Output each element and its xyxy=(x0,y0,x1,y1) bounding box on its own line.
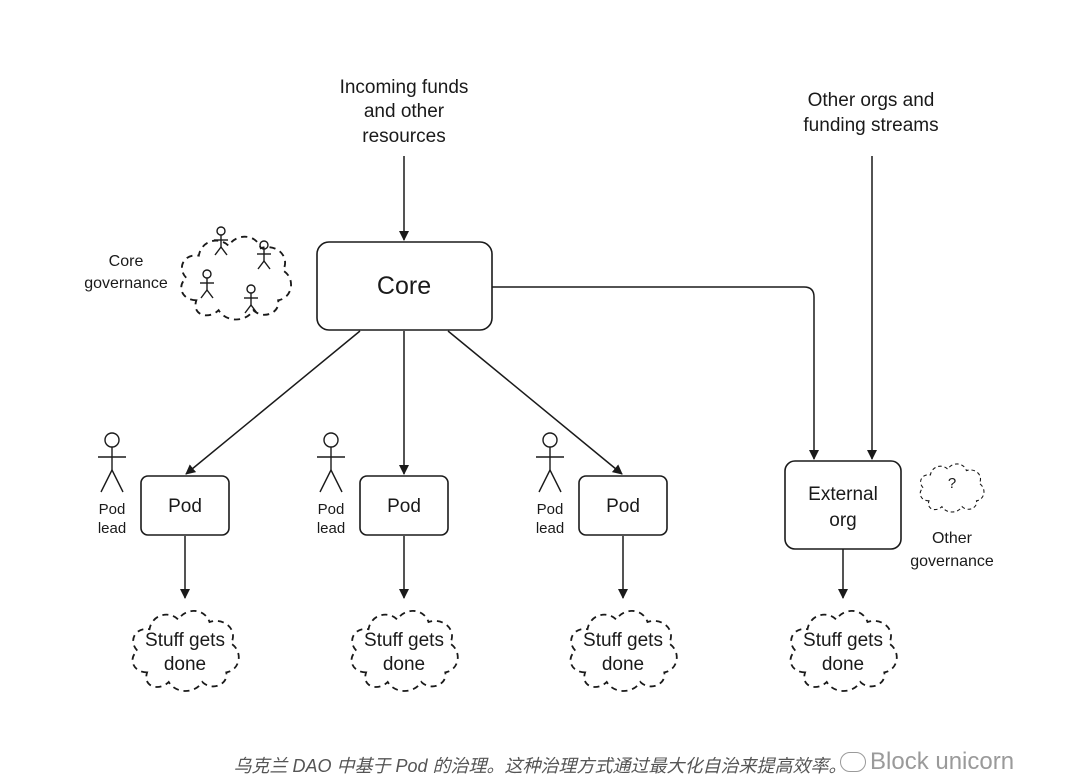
core-node: Core xyxy=(316,241,493,331)
person-icon xyxy=(214,226,228,256)
svg-text:done: done xyxy=(822,654,864,675)
svg-text:Stuff gets: Stuff gets xyxy=(145,630,225,651)
watermark: Block unicorn xyxy=(840,748,1014,776)
pod-lead-3: Pod lead xyxy=(536,432,564,537)
other-governance-cloud: ? xyxy=(919,463,985,513)
core-governance-cloud xyxy=(180,226,293,321)
outcome-cloud-1: Stuff gets done xyxy=(131,609,240,692)
edge-core-to-pod-3 xyxy=(447,330,623,475)
pod-lead-2: Pod lead xyxy=(317,432,345,537)
svg-text:Core: Core xyxy=(377,272,431,300)
svg-text:governance: governance xyxy=(910,553,994,570)
pod-node-3: Pod xyxy=(578,475,668,536)
svg-text:Stuff gets: Stuff gets xyxy=(364,630,444,651)
svg-text:org: org xyxy=(829,510,856,531)
other-governance-label: Other governance xyxy=(910,530,994,570)
chat-bubble-icon xyxy=(840,752,866,772)
svg-text:Pod: Pod xyxy=(387,496,421,517)
svg-text:Stuff gets: Stuff gets xyxy=(583,630,663,651)
edges xyxy=(180,156,877,599)
svg-text:done: done xyxy=(164,654,206,675)
other-orgs-label: Other orgs and funding streams xyxy=(803,90,938,136)
person-icon xyxy=(200,269,214,299)
edge-core-to-external-org xyxy=(492,286,819,460)
outcome-cloud-4: Stuff gets done xyxy=(789,609,898,692)
watermark-text: Block unicorn xyxy=(870,748,1015,775)
svg-text:Incoming funds: Incoming funds xyxy=(340,77,469,98)
person-icon xyxy=(98,432,126,493)
svg-text:?: ? xyxy=(948,475,956,492)
external-org-node: External org xyxy=(784,460,902,550)
svg-text:done: done xyxy=(383,654,425,675)
svg-text:Core: Core xyxy=(109,253,144,270)
svg-text:and other: and other xyxy=(364,101,445,122)
svg-text:Pod: Pod xyxy=(99,501,126,518)
person-icon xyxy=(257,240,271,270)
svg-text:lead: lead xyxy=(317,520,345,537)
person-icon xyxy=(244,284,258,314)
svg-text:governance: governance xyxy=(84,275,168,292)
incoming-funds-label: Incoming funds and other resources xyxy=(340,77,469,147)
svg-text:Other: Other xyxy=(932,530,973,547)
svg-text:Pod: Pod xyxy=(318,501,345,518)
svg-text:Other orgs and: Other orgs and xyxy=(808,90,935,111)
svg-text:resources: resources xyxy=(362,126,445,147)
svg-text:Pod: Pod xyxy=(168,496,202,517)
svg-text:Pod: Pod xyxy=(537,501,564,518)
person-icon xyxy=(317,432,345,493)
outcome-cloud-3: Stuff gets done xyxy=(569,609,678,692)
outcome-cloud-2: Stuff gets done xyxy=(350,609,459,692)
pod-lead-1: Pod lead xyxy=(98,432,126,537)
figure-caption: 乌克兰 DAO 中基于 Pod 的治理。这种治理方式通过最大化自治来提高效率。 xyxy=(233,756,847,776)
pod-node-1: Pod xyxy=(140,475,230,536)
svg-text:funding streams: funding streams xyxy=(803,115,938,136)
core-governance-label: Core governance xyxy=(84,253,168,292)
edge-core-to-pod-1 xyxy=(185,330,361,475)
svg-text:done: done xyxy=(602,654,644,675)
svg-text:lead: lead xyxy=(98,520,126,537)
svg-text:External: External xyxy=(808,484,878,505)
person-icon xyxy=(536,432,564,493)
svg-text:lead: lead xyxy=(536,520,564,537)
pod-node-2: Pod xyxy=(359,475,449,536)
svg-text:Stuff gets: Stuff gets xyxy=(803,630,883,651)
svg-text:Pod: Pod xyxy=(606,496,640,517)
